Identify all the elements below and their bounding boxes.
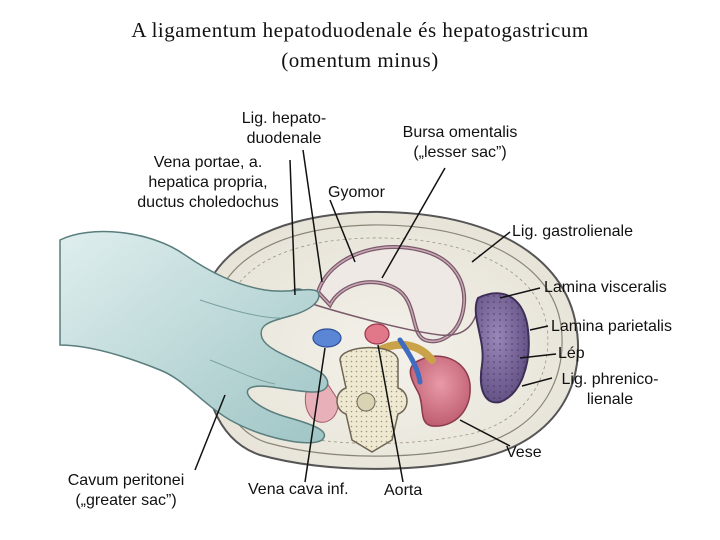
diagram-title-line-1: A ligamentum hepatoduodenale és hepatoga… (131, 18, 589, 42)
label-lig-phrenicolienale: Lig. phrenico- lienale (548, 370, 672, 410)
gloved-hand-illustration (59, 230, 329, 444)
label-aorta: Aorta (384, 482, 423, 499)
vena-cava-shape (312, 328, 342, 348)
diagram-title-line-2: (omentum minus) (281, 48, 439, 72)
label-lig-phrenicolienale-line-2: lienale (586, 391, 634, 408)
label-lamina-parietalis: Lamina parietalis (551, 318, 672, 335)
label-lig-hepatoduodenale-line-2: duodenale (246, 130, 322, 147)
label-cavum-peritonei-line-2: („greater sac”) (75, 492, 177, 509)
label-vena-portae-line-3: ductus choledochus (137, 194, 279, 211)
label-vena-portae-line-1: Vena portae, a. (153, 154, 263, 171)
label-vena-portae: Vena portae, a. hepatica propria, ductus… (118, 153, 298, 213)
aorta-shape (364, 323, 390, 345)
label-bursa-omentalis-line-2: („lesser sac”) (413, 144, 507, 161)
label-bursa-omentalis-line-1: Bursa omentalis (402, 124, 518, 141)
label-vena-portae-line-2: hepatica propria, (148, 174, 268, 191)
label-cavum-peritonei-line-1: Cavum peritonei (67, 472, 185, 489)
splenic-vein-shape (397, 337, 423, 385)
spleen-shape (474, 292, 530, 404)
label-lamina-visceralis: Lamina visceralis (544, 279, 667, 296)
label-bursa-omentalis: Bursa omentalis („lesser sac”) (385, 123, 535, 163)
stomach-shape (315, 245, 467, 344)
label-lig-gastrolienale: Lig. gastrolienale (512, 223, 633, 240)
leader-lines (194, 149, 557, 483)
label-gyomor: Gyomor (328, 184, 385, 201)
label-cavum-peritonei: Cavum peritonei („greater sac”) (52, 471, 200, 511)
omentum-membrane (299, 299, 479, 336)
label-lig-hepatoduodenale: Lig. hepato- duodenale (232, 109, 336, 149)
label-lig-phrenicolienale-line-1: Lig. phrenico- (561, 371, 659, 388)
label-vena-cava-inf: Vena cava inf. (248, 481, 349, 498)
label-lep: Lép (558, 345, 585, 362)
pancreas-shape (376, 340, 436, 364)
vertebra-shape (336, 346, 408, 453)
label-vese: Vese (506, 444, 542, 461)
label-lig-hepatoduodenale-line-1: Lig. hepato- (241, 110, 327, 127)
